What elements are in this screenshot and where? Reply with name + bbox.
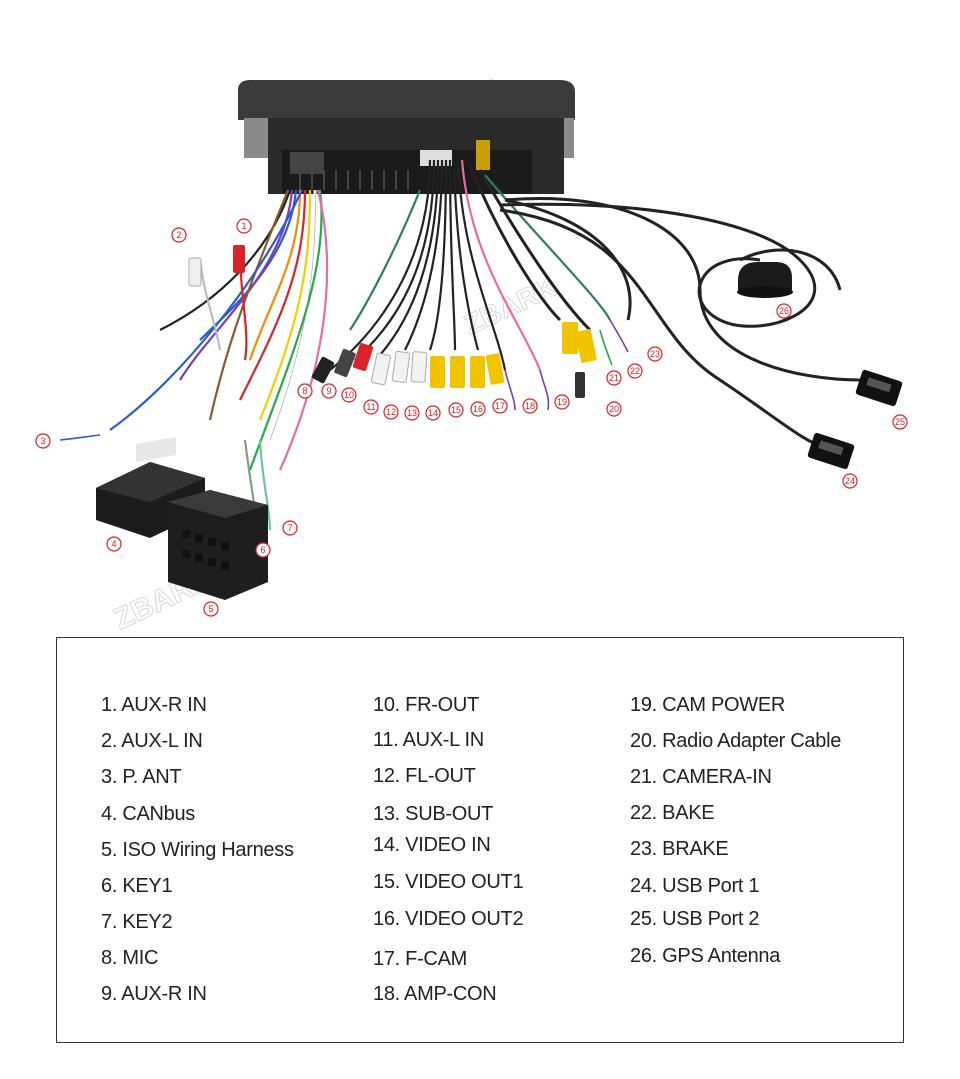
legend-item-14: 14. VIDEO IN xyxy=(373,834,491,856)
legend-item-26: 26. GPS Antenna xyxy=(630,945,781,967)
svg-text:9: 9 xyxy=(326,386,331,396)
callout-20: 20 xyxy=(606,401,622,417)
legend-item-8: 8. MIC xyxy=(101,947,159,969)
callout-25: 25 xyxy=(892,414,908,430)
svg-text:1: 1 xyxy=(241,221,246,231)
svg-text:15: 15 xyxy=(451,405,461,415)
legend-item-22: 22. BAKE xyxy=(630,802,715,824)
svg-text:14: 14 xyxy=(428,408,438,418)
svg-text:2: 2 xyxy=(176,230,181,240)
callout-17: 17 xyxy=(492,398,508,414)
callout-14: 14 xyxy=(425,405,441,421)
svg-text:25: 25 xyxy=(895,417,905,427)
callout-3: 3 xyxy=(35,433,51,449)
legend-item-17: 17. F-CAM xyxy=(373,948,467,970)
legend-item-24: 24. USB Port 1 xyxy=(630,875,760,897)
callout-7: 7 xyxy=(282,520,298,536)
callout-2: 2 xyxy=(171,227,187,243)
callout-9: 9 xyxy=(321,383,337,399)
legend-item-1: 1. AUX-R IN xyxy=(101,694,207,716)
svg-text:18: 18 xyxy=(525,401,535,411)
legend-item-21: 21. CAMERA-IN xyxy=(630,766,772,788)
callout-16: 16 xyxy=(470,401,486,417)
callout-13: 13 xyxy=(404,405,420,421)
left-cable-bundle xyxy=(109,189,329,541)
callout-4: 4 xyxy=(106,536,122,552)
svg-text:21: 21 xyxy=(609,373,619,383)
legend-item-5: 5. ISO Wiring Harness xyxy=(101,839,294,861)
svg-text:16: 16 xyxy=(473,404,483,414)
usb-port-1 xyxy=(807,432,855,470)
svg-text:3: 3 xyxy=(40,436,45,446)
callout-6: 6 xyxy=(255,542,271,558)
svg-text:7: 7 xyxy=(287,523,292,533)
legend-item-10: 10. FR-OUT xyxy=(373,694,479,716)
legend-item-23: 23. BRAKE xyxy=(630,838,729,860)
legend-item-18: 18. AMP-CON xyxy=(373,983,497,1005)
svg-text:12: 12 xyxy=(386,407,396,417)
callout-24: 24 xyxy=(842,473,858,489)
legend-box: 1. AUX-R IN 2. AUX-L IN 3. P. ANT 4. CAN… xyxy=(56,637,904,1043)
legend-item-15: 15. VIDEO OUT1 xyxy=(373,871,524,893)
gps-antenna xyxy=(737,262,793,298)
svg-text:5: 5 xyxy=(208,604,213,614)
signal-wires xyxy=(59,319,629,441)
legend-item-6: 6. KEY1 xyxy=(101,875,173,897)
svg-text:17: 17 xyxy=(495,401,505,411)
legend-item-12: 12. FL-OUT xyxy=(373,765,476,787)
svg-text:26: 26 xyxy=(779,306,789,316)
callout-19: 19 xyxy=(554,394,570,410)
callout-22: 22 xyxy=(627,363,643,379)
callout-5: 5 xyxy=(203,601,219,617)
svg-text:24: 24 xyxy=(845,476,855,486)
callout-15: 15 xyxy=(448,402,464,418)
rca-connector-row xyxy=(311,322,597,398)
svg-text:22: 22 xyxy=(630,366,640,376)
svg-text:13: 13 xyxy=(407,408,417,418)
svg-text:23: 23 xyxy=(650,349,660,359)
legend-item-7: 7. KEY2 xyxy=(101,911,173,933)
callout-12: 12 xyxy=(383,404,399,420)
legend-item-9: 9. AUX-R IN xyxy=(101,983,207,1005)
callout-18: 18 xyxy=(522,398,538,414)
legend-item-20: 20. Radio Adapter Cable xyxy=(630,730,842,752)
callout-1: 1 xyxy=(236,218,252,234)
wiring-harness-diagram: ZBARK ZBARK ZBARK xyxy=(35,72,908,630)
callout-10: 10 xyxy=(341,387,357,403)
callout-26: 26 xyxy=(776,303,792,319)
svg-text:8: 8 xyxy=(302,386,307,396)
callout-8: 8 xyxy=(297,383,313,399)
callout-23: 23 xyxy=(647,346,663,362)
legend-item-25: 25. USB Port 2 xyxy=(630,908,760,930)
svg-text:19: 19 xyxy=(557,397,567,407)
svg-text:4: 4 xyxy=(111,539,116,549)
center-cable-bundle xyxy=(329,159,632,371)
aux-rca-left xyxy=(188,245,245,287)
legend-item-2: 2. AUX-L IN xyxy=(101,730,203,752)
legend-item-3: 3. P. ANT xyxy=(101,766,182,788)
callout-21: 21 xyxy=(606,370,622,386)
legend-item-19: 19. CAM POWER xyxy=(630,694,786,716)
iso-harness xyxy=(168,490,268,600)
legend-item-4: 4. CANbus xyxy=(101,803,196,825)
usb-port-2 xyxy=(855,369,903,407)
legend-item-11: 11. AUX-L IN xyxy=(373,729,484,751)
legend-item-16: 16. VIDEO OUT2 xyxy=(373,908,524,930)
svg-text:6: 6 xyxy=(260,545,265,555)
callout-11: 11 xyxy=(363,399,379,415)
svg-text:10: 10 xyxy=(344,390,354,400)
svg-text:11: 11 xyxy=(366,402,375,412)
head-unit xyxy=(238,80,575,194)
legend-item-13: 13. SUB-OUT xyxy=(373,803,494,825)
gps-usb-cables xyxy=(499,196,861,452)
svg-text:20: 20 xyxy=(609,404,619,414)
